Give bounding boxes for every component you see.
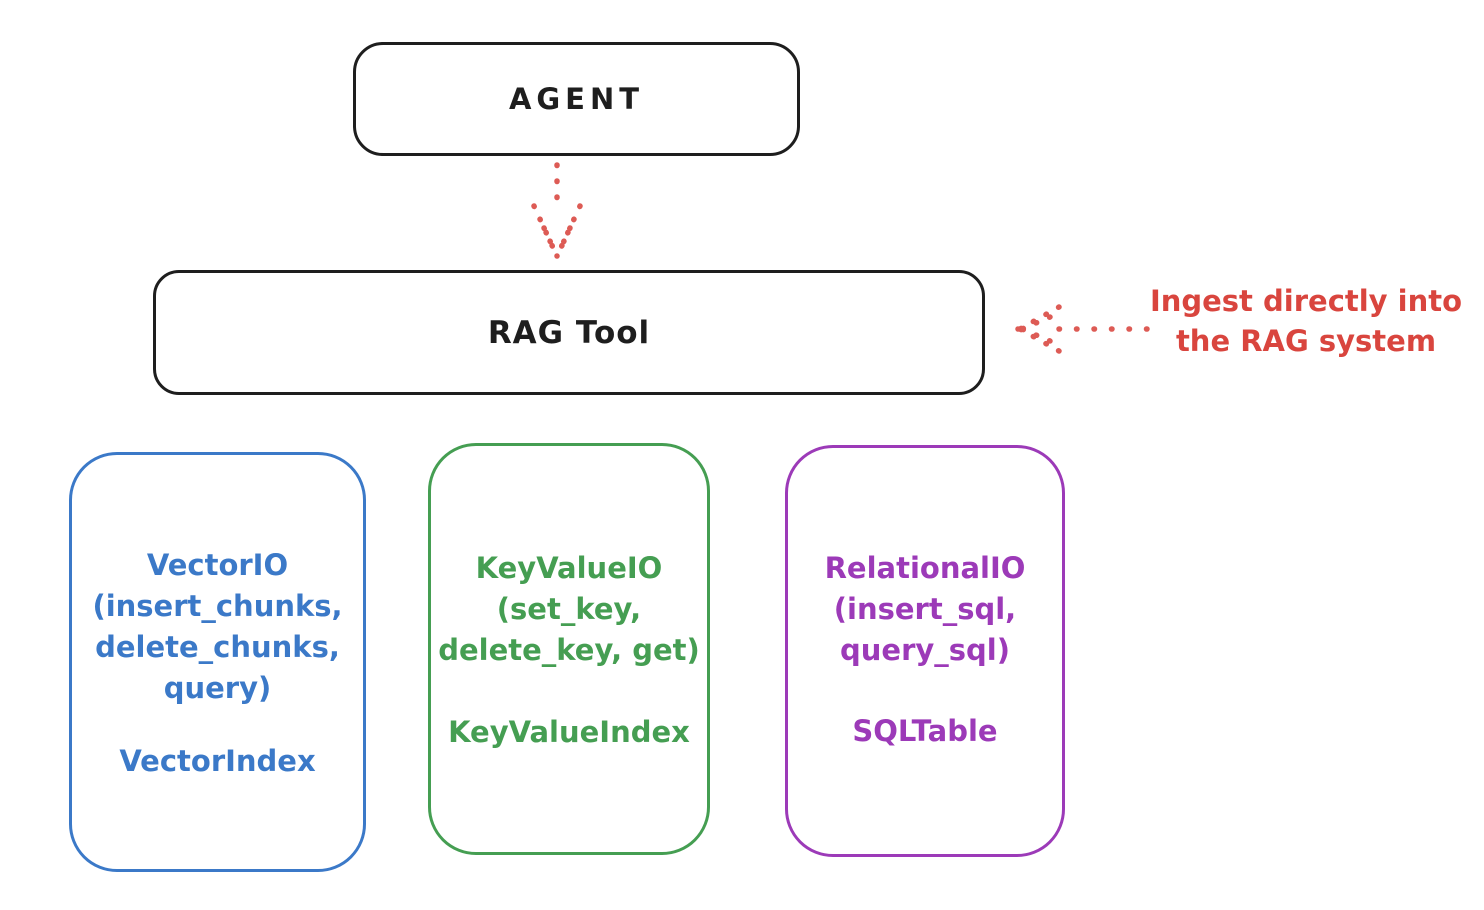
store-node-relational-io: RelationalIO (insert_sql, query_sql) SQL… [785, 445, 1065, 857]
ingest-annotation-line1: Ingest directly into [1149, 284, 1463, 318]
dotted-arrow-left-icon [1015, 304, 1152, 354]
ingest-annotation-line2: the RAG system [1175, 324, 1437, 358]
store-title: VectorIO [146, 548, 289, 582]
store-params-line: query) [163, 671, 272, 705]
store-params-line: (insert_sql, [833, 592, 1017, 626]
dotted-arrow-down-icon [531, 162, 583, 259]
rag-tool-label: RAG Tool [487, 314, 651, 351]
store-index-label: KeyValueIndex [448, 715, 690, 749]
store-node-vector-io: VectorIO (insert_chunks, delete_chunks, … [69, 452, 366, 872]
agent-node: AGENT [353, 42, 800, 156]
store-params-line: query_sql) [840, 633, 1010, 667]
store-params-line: delete_key, get) [438, 633, 700, 667]
store-params-line: (insert_chunks, [92, 589, 343, 623]
store-node-keyvalue-io: KeyValueIO (set_key, delete_key, get) Ke… [428, 443, 710, 855]
store-title: RelationalIO [824, 551, 1026, 585]
store-index-label: VectorIndex [119, 744, 316, 778]
rag-tool-node: RAG Tool [153, 270, 985, 395]
store-title: KeyValueIO [475, 551, 663, 585]
agent-label: AGENT [508, 82, 645, 116]
store-index-label: SQLTable [852, 714, 998, 748]
store-params-line: delete_chunks, [95, 630, 340, 664]
store-params-line: (set_key, [496, 592, 642, 626]
ingest-annotation: Ingest directly into the RAG system [1138, 281, 1474, 361]
